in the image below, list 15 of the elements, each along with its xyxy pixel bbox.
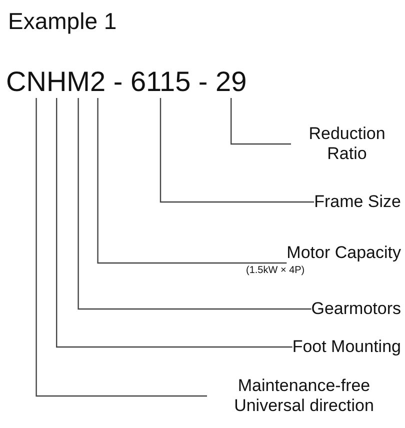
leader-line (230, 98, 291, 145)
example-heading: Example 1 (8, 8, 117, 35)
leader-line (56, 98, 292, 348)
part-description: Motor Capacity (286, 243, 401, 263)
part-description: Foot Mounting (292, 337, 401, 357)
leader-line (97, 98, 287, 264)
model-code: CNHM2 - 6115 - 29 (6, 66, 247, 98)
part-description: Maintenance-free Universal direction (233, 376, 375, 416)
leader-line (160, 98, 314, 203)
part-description: Reduction Ratio (308, 124, 386, 164)
part-description: Gearmotors (311, 299, 401, 319)
leader-line (36, 98, 207, 397)
rating-note: (1.5kW × 4P) (246, 265, 305, 276)
leader-line (78, 98, 312, 310)
part-description: Frame Size (314, 192, 401, 212)
